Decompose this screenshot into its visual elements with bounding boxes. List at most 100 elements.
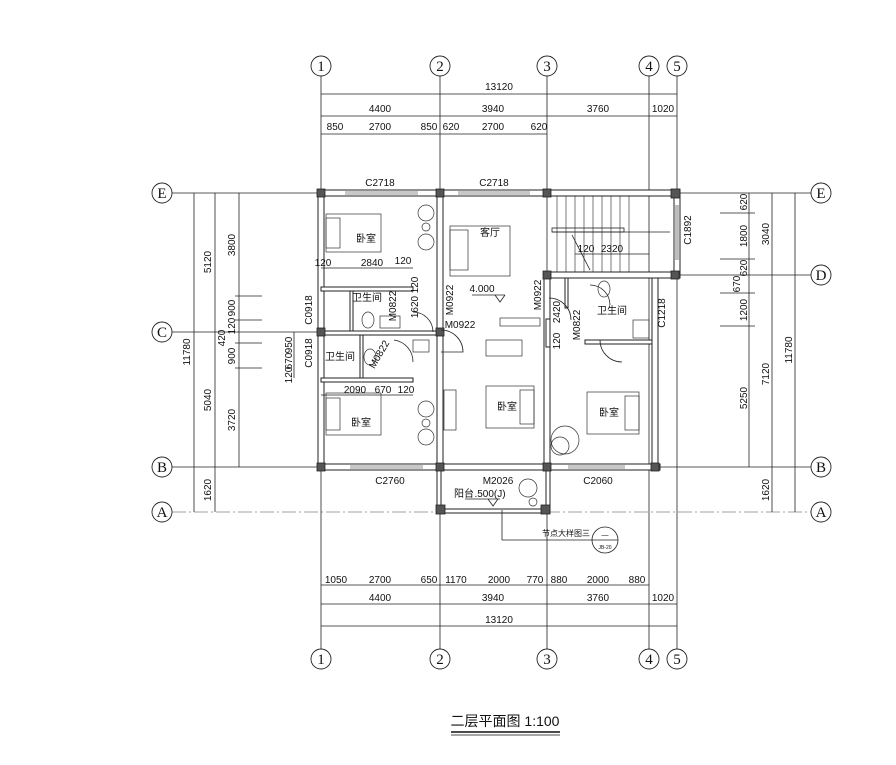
drawing-title: 二层平面图 1:100 bbox=[451, 713, 560, 736]
door-label: M0822 bbox=[572, 309, 583, 340]
room-bedroom: 卧室 bbox=[599, 406, 619, 419]
dim-bottom-opening: 2000 bbox=[587, 575, 610, 586]
inner-dimensions: 120 2840 120 1620 120 120 2320 2420 120 … bbox=[315, 244, 649, 396]
door-labels: M0922 M0922 M0922 M0822 M0822 M0822 M202… bbox=[367, 279, 583, 487]
axis-C-left: C bbox=[157, 325, 167, 341]
axis-3-top: 3 bbox=[543, 59, 551, 75]
callout-sheet: JB-20 bbox=[598, 545, 611, 551]
dim-top-opening: 620 bbox=[443, 122, 460, 133]
axis-labels: 1 2 3 4 5 1 2 3 4 5 E C B A E D B A bbox=[157, 59, 827, 668]
dim-left-window: 120 bbox=[284, 366, 295, 383]
axis-3-bottom: 3 bbox=[543, 652, 551, 668]
dim-left-mid: 5120 bbox=[203, 250, 214, 273]
window-label: C0918 bbox=[304, 338, 315, 368]
dim-top-opening: 850 bbox=[421, 122, 438, 133]
furniture bbox=[325, 204, 650, 507]
dim-bottom-opening: 880 bbox=[629, 575, 646, 586]
dim-right-mid: 1620 bbox=[761, 478, 772, 501]
inner-dim: 2320 bbox=[601, 244, 624, 255]
room-bathroom: 卫生间 bbox=[597, 304, 627, 317]
dim-right-inner: 1200 bbox=[739, 298, 750, 321]
door-label: M0922 bbox=[445, 320, 476, 331]
room-bathroom: 卫生间 bbox=[352, 291, 382, 304]
dim-bottom-bay: 3940 bbox=[482, 593, 505, 604]
room-bedroom: 卧室 bbox=[356, 232, 376, 245]
door-label: M0822 bbox=[367, 338, 392, 370]
dim-bottom-total: 13120 bbox=[485, 615, 513, 626]
dim-top-bay: 3760 bbox=[587, 104, 610, 115]
door-label: M0822 bbox=[388, 290, 399, 321]
dim-bottom-bay: 1020 bbox=[652, 593, 675, 604]
window-labels: C2718 C2718 C1892 C1218 C0918 C0918 C276… bbox=[304, 178, 694, 487]
inner-dim: 120 bbox=[410, 276, 421, 293]
right-dimensions: 620 1800 620 670 1200 5250 3040 7120 162… bbox=[732, 193, 795, 501]
window-label: C1892 bbox=[683, 215, 694, 245]
bottom-dimensions: 1050 2700 650 1170 2000 770 880 2000 880… bbox=[325, 575, 675, 626]
inner-dim: 1620 bbox=[410, 295, 421, 318]
dim-left-inner: 3720 bbox=[227, 408, 238, 431]
dim-right-inner: 620 bbox=[739, 259, 750, 276]
axis-5-bottom: 5 bbox=[673, 652, 681, 668]
door-label: M0922 bbox=[533, 279, 544, 310]
axis-1-top: 1 bbox=[317, 59, 325, 75]
dim-bottom-opening: 1050 bbox=[325, 575, 348, 586]
dim-right-inner: 5250 bbox=[739, 386, 750, 409]
dim-top-bay: 3940 bbox=[482, 104, 505, 115]
room-balcony: 阳台 bbox=[454, 487, 474, 500]
axis-E-right: E bbox=[816, 186, 825, 202]
dim-right-inner: 1800 bbox=[739, 224, 750, 247]
callout-number: — bbox=[602, 532, 609, 539]
dim-left-inner: 900 bbox=[227, 299, 238, 316]
room-labels: 卧室 客厅 卫生间 卫生间 卫生间 卧室 卧室 卧室 阳台 bbox=[325, 226, 627, 500]
dim-right-mid: 3040 bbox=[761, 222, 772, 245]
window-label: C1218 bbox=[657, 298, 668, 328]
door-swings bbox=[393, 284, 623, 363]
dim-bottom-opening: 650 bbox=[421, 575, 438, 586]
dim-top-bay: 4400 bbox=[369, 104, 392, 115]
dim-bottom-opening: 2000 bbox=[488, 575, 511, 586]
axis-lines bbox=[172, 76, 811, 649]
balcony-level: .500(J) bbox=[474, 489, 505, 500]
dim-left-inner: 3800 bbox=[227, 233, 238, 256]
window-label: C2760 bbox=[375, 476, 405, 487]
axis-5-top: 5 bbox=[673, 59, 681, 75]
axis-A-left: A bbox=[157, 505, 168, 521]
dim-left-inner: 900 bbox=[227, 347, 238, 364]
level-marks: 4.000 .500(J) bbox=[465, 284, 506, 507]
walls bbox=[316, 188, 681, 515]
dim-top-opening: 850 bbox=[327, 122, 344, 133]
axis-2-top: 2 bbox=[436, 59, 444, 75]
window-label: C0918 bbox=[304, 295, 315, 325]
dim-bottom-opening: 770 bbox=[527, 575, 544, 586]
callout-label: 节点大样图三 bbox=[542, 528, 590, 538]
dim-right-mid: 7120 bbox=[761, 362, 772, 385]
left-dimensions: 11780 5120 5040 1620 3800 900 420 120 90… bbox=[182, 233, 295, 501]
dim-bottom-opening: 1170 bbox=[445, 575, 467, 586]
axis-bubbles bbox=[151, 55, 832, 670]
axis-B-left: B bbox=[157, 460, 167, 476]
dim-left-total: 11780 bbox=[182, 338, 193, 366]
inner-dim: 120 bbox=[578, 244, 595, 255]
dim-top-total: 13120 bbox=[485, 82, 513, 93]
axis-4-bottom: 4 bbox=[645, 652, 653, 668]
room-living: 客厅 bbox=[480, 226, 500, 239]
window-label: C2718 bbox=[479, 178, 509, 189]
window-openings bbox=[345, 191, 679, 469]
dim-top-bay: 1020 bbox=[652, 104, 675, 115]
inner-dim: 120 bbox=[398, 385, 415, 396]
door-label: M2026 bbox=[483, 476, 514, 487]
detail-callout: 节点大样图三 — JB-20 bbox=[501, 510, 619, 554]
door-label: M0922 bbox=[445, 284, 456, 315]
inner-dim: 670 bbox=[375, 385, 392, 396]
dim-bottom-opening: 880 bbox=[551, 575, 568, 586]
dim-bottom-bay: 3760 bbox=[587, 593, 610, 604]
dim-bottom-bay: 4400 bbox=[369, 593, 392, 604]
drawing-title-text: 二层平面图 1:100 bbox=[451, 713, 560, 729]
dim-bottom-opening: 2700 bbox=[369, 575, 392, 586]
top-dimensions: 13120 4400 3940 3760 1020 850 2700 850 6… bbox=[327, 82, 675, 133]
dim-left-inner: 120 bbox=[227, 317, 238, 334]
dim-left-inner: 420 bbox=[217, 329, 228, 346]
staircase bbox=[551, 196, 670, 272]
dim-top-opening: 620 bbox=[531, 122, 548, 133]
axis-2-bottom: 2 bbox=[436, 652, 444, 668]
